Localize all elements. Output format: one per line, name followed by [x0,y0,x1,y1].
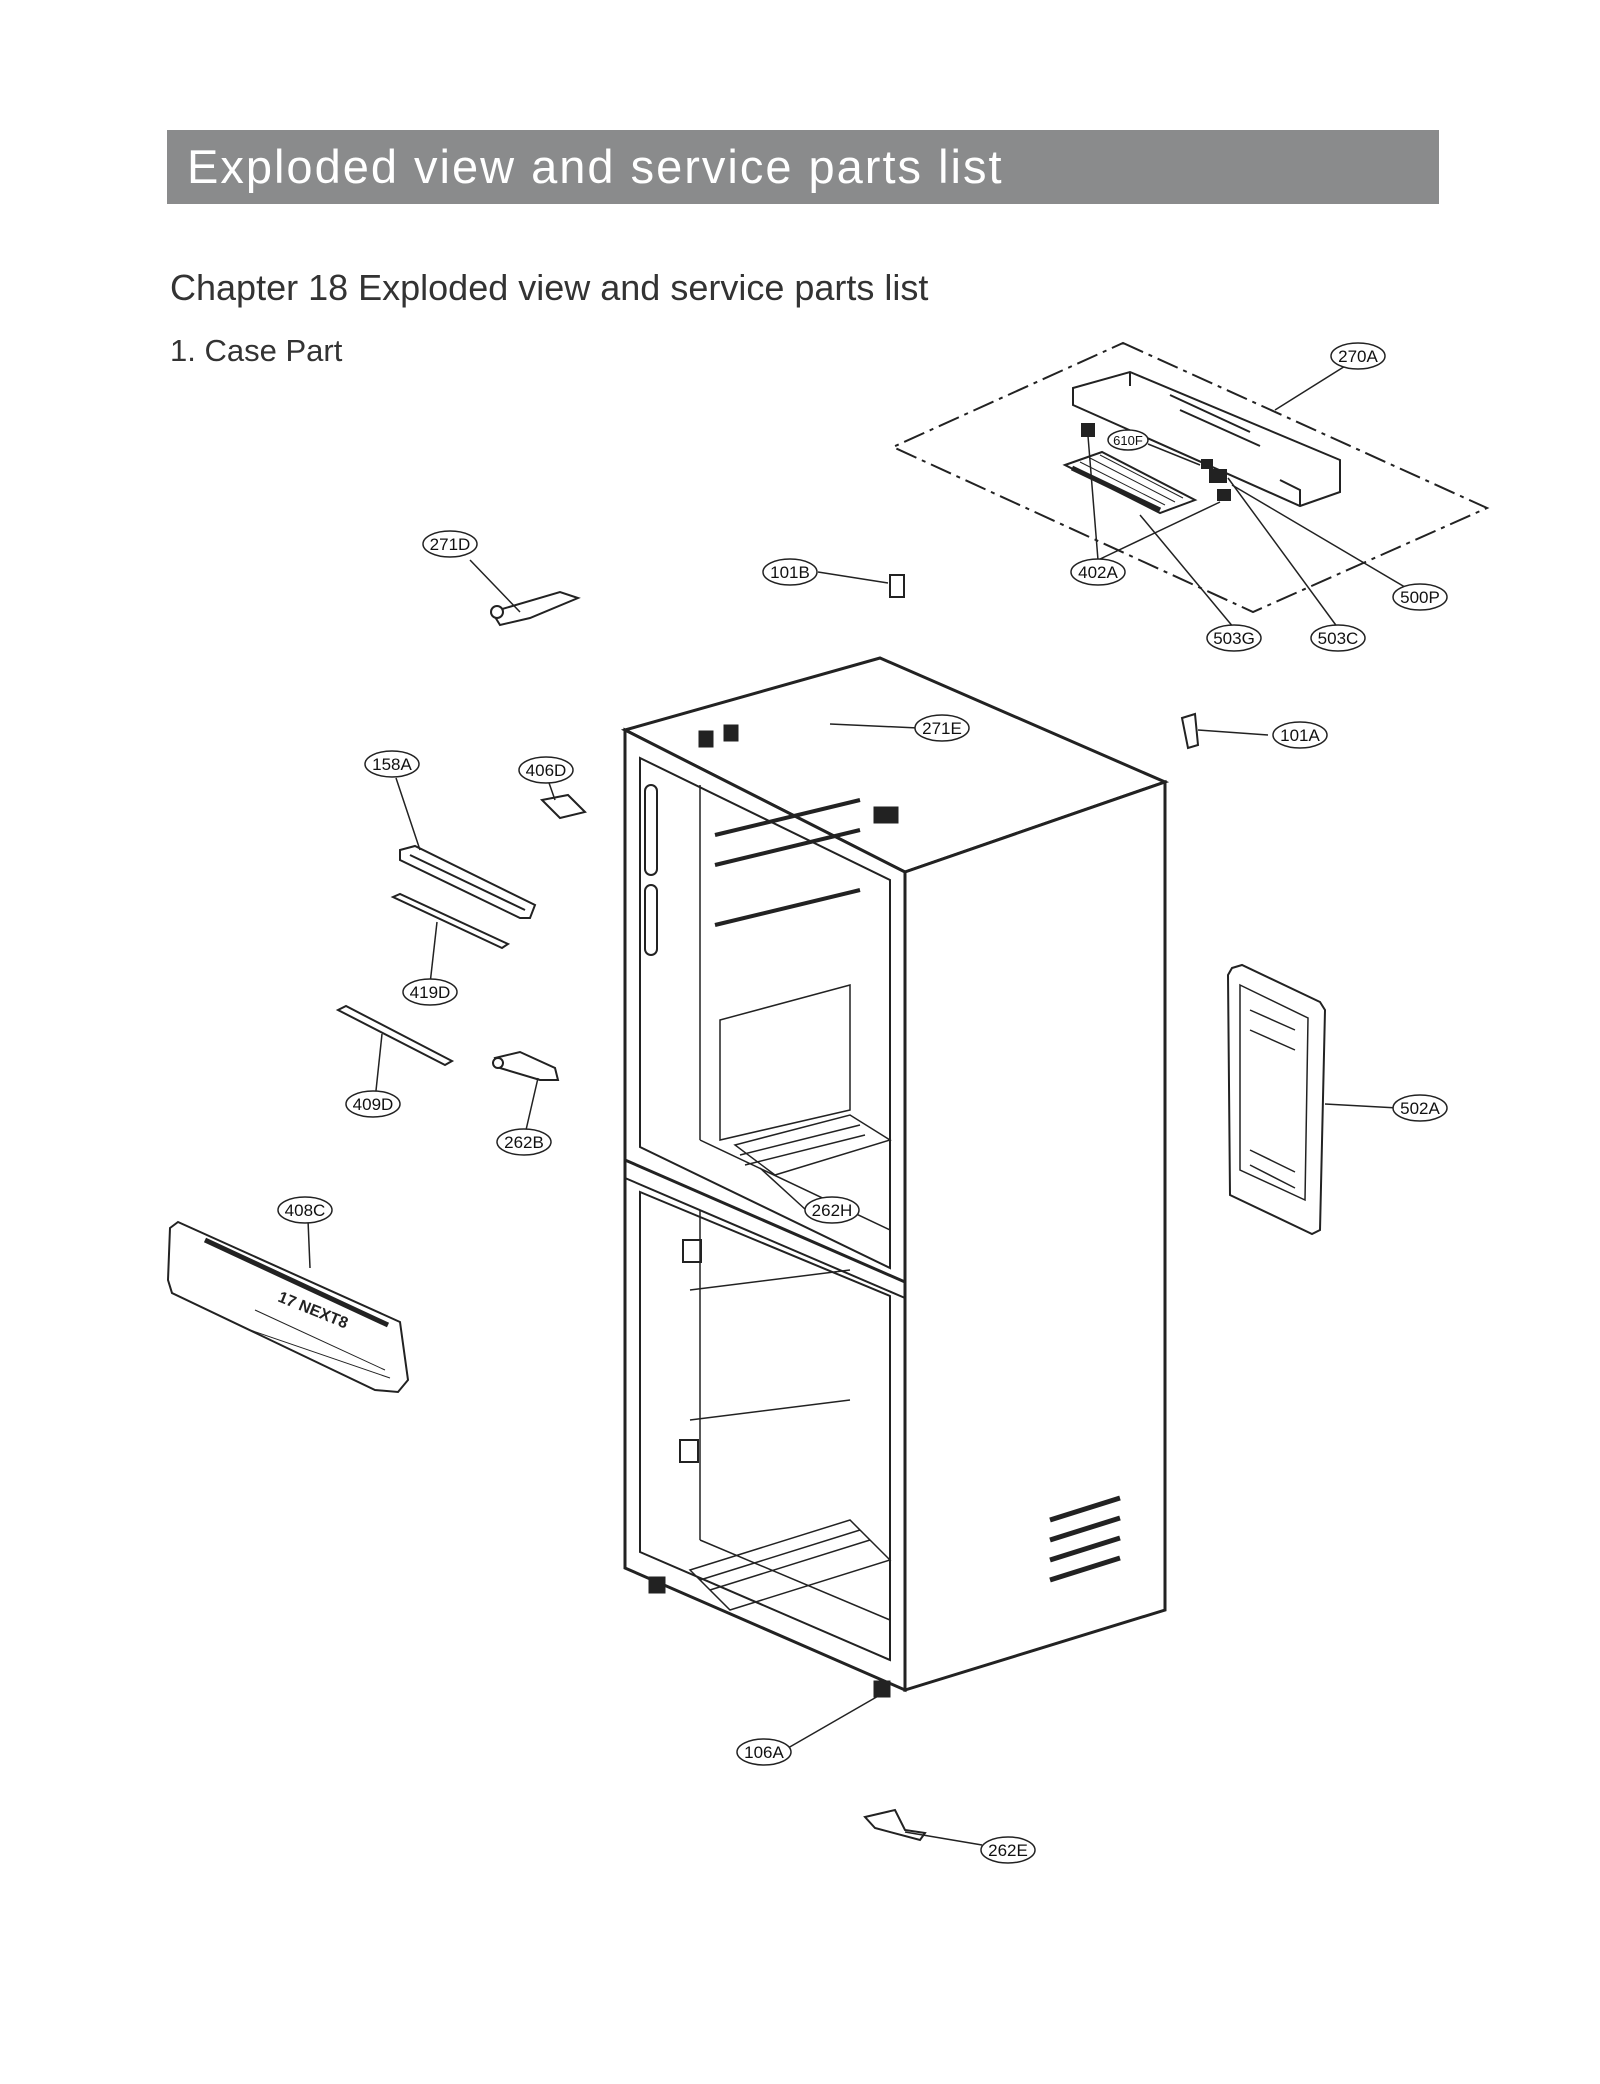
chapter-title: Chapter 18 Exploded view and service par… [170,267,929,308]
svg-text:101A: 101A [1280,726,1320,745]
leader-lines [307,362,1421,1846]
callout-419D: 419D [402,978,458,1006]
callout-271E: 271E [914,714,970,742]
callout-271D: 271D [422,530,478,558]
callout-262B: 262B [496,1128,552,1156]
clip-101B [889,574,905,598]
callout-408C: 408C [277,1196,333,1224]
callout-610F: 610F [1107,429,1149,451]
svg-text:610F: 610F [1113,433,1143,448]
svg-text:402A: 402A [1078,563,1118,582]
svg-text:503C: 503C [1318,629,1359,648]
page-banner-title: Exploded view and service parts list [167,130,1439,204]
bracket-406D [539,793,587,820]
top-assembly-inset [890,341,1490,614]
callout-106A: 106A [736,1738,792,1766]
hinge-271D [490,590,581,627]
svg-text:271D: 271D [430,535,471,554]
callout-158A: 158A [364,750,420,778]
callout-270A: 270A [1330,342,1386,370]
callout-406D: 406D [518,756,574,784]
svg-text:419D: 419D [410,983,451,1002]
cabinet-body [620,656,1170,1698]
front-cover-408C [166,1220,410,1394]
callout-502A: 502A [1392,1094,1448,1122]
hinge-262E [863,1808,927,1842]
clip-101A [1180,712,1200,750]
svg-text:262H: 262H [812,1201,853,1220]
svg-text:406D: 406D [526,761,567,780]
strip-419D [390,892,511,950]
svg-text:500P: 500P [1400,588,1440,607]
svg-text:503G: 503G [1213,629,1255,648]
svg-text:271E: 271E [922,719,962,738]
svg-text:409D: 409D [353,1095,394,1114]
callout-262E: 262E [980,1836,1036,1864]
svg-text:408C: 408C [285,1201,326,1220]
svg-text:502A: 502A [1400,1099,1440,1118]
svg-text:262B: 262B [504,1133,544,1152]
section-title: 1. Case Part [170,333,343,368]
svg-text:262E: 262E [988,1841,1028,1860]
strip-409D [335,1004,455,1067]
callout-101B: 101B [762,558,818,586]
callout-500P: 500P [1392,583,1448,611]
svg-text:158A: 158A [372,755,412,774]
callout-402A: 402A [1070,558,1126,586]
svg-text:270A: 270A [1338,347,1378,366]
svg-text:106A: 106A [744,1743,784,1762]
callout-262H: 262H [804,1196,860,1224]
hinge-262B [493,1050,560,1081]
callout-503C: 503C [1310,624,1366,652]
svg-text:101B: 101B [770,563,810,582]
callout-409D: 409D [345,1090,401,1118]
callout-101A: 101A [1272,721,1328,749]
callout-503G: 503G [1206,624,1262,652]
